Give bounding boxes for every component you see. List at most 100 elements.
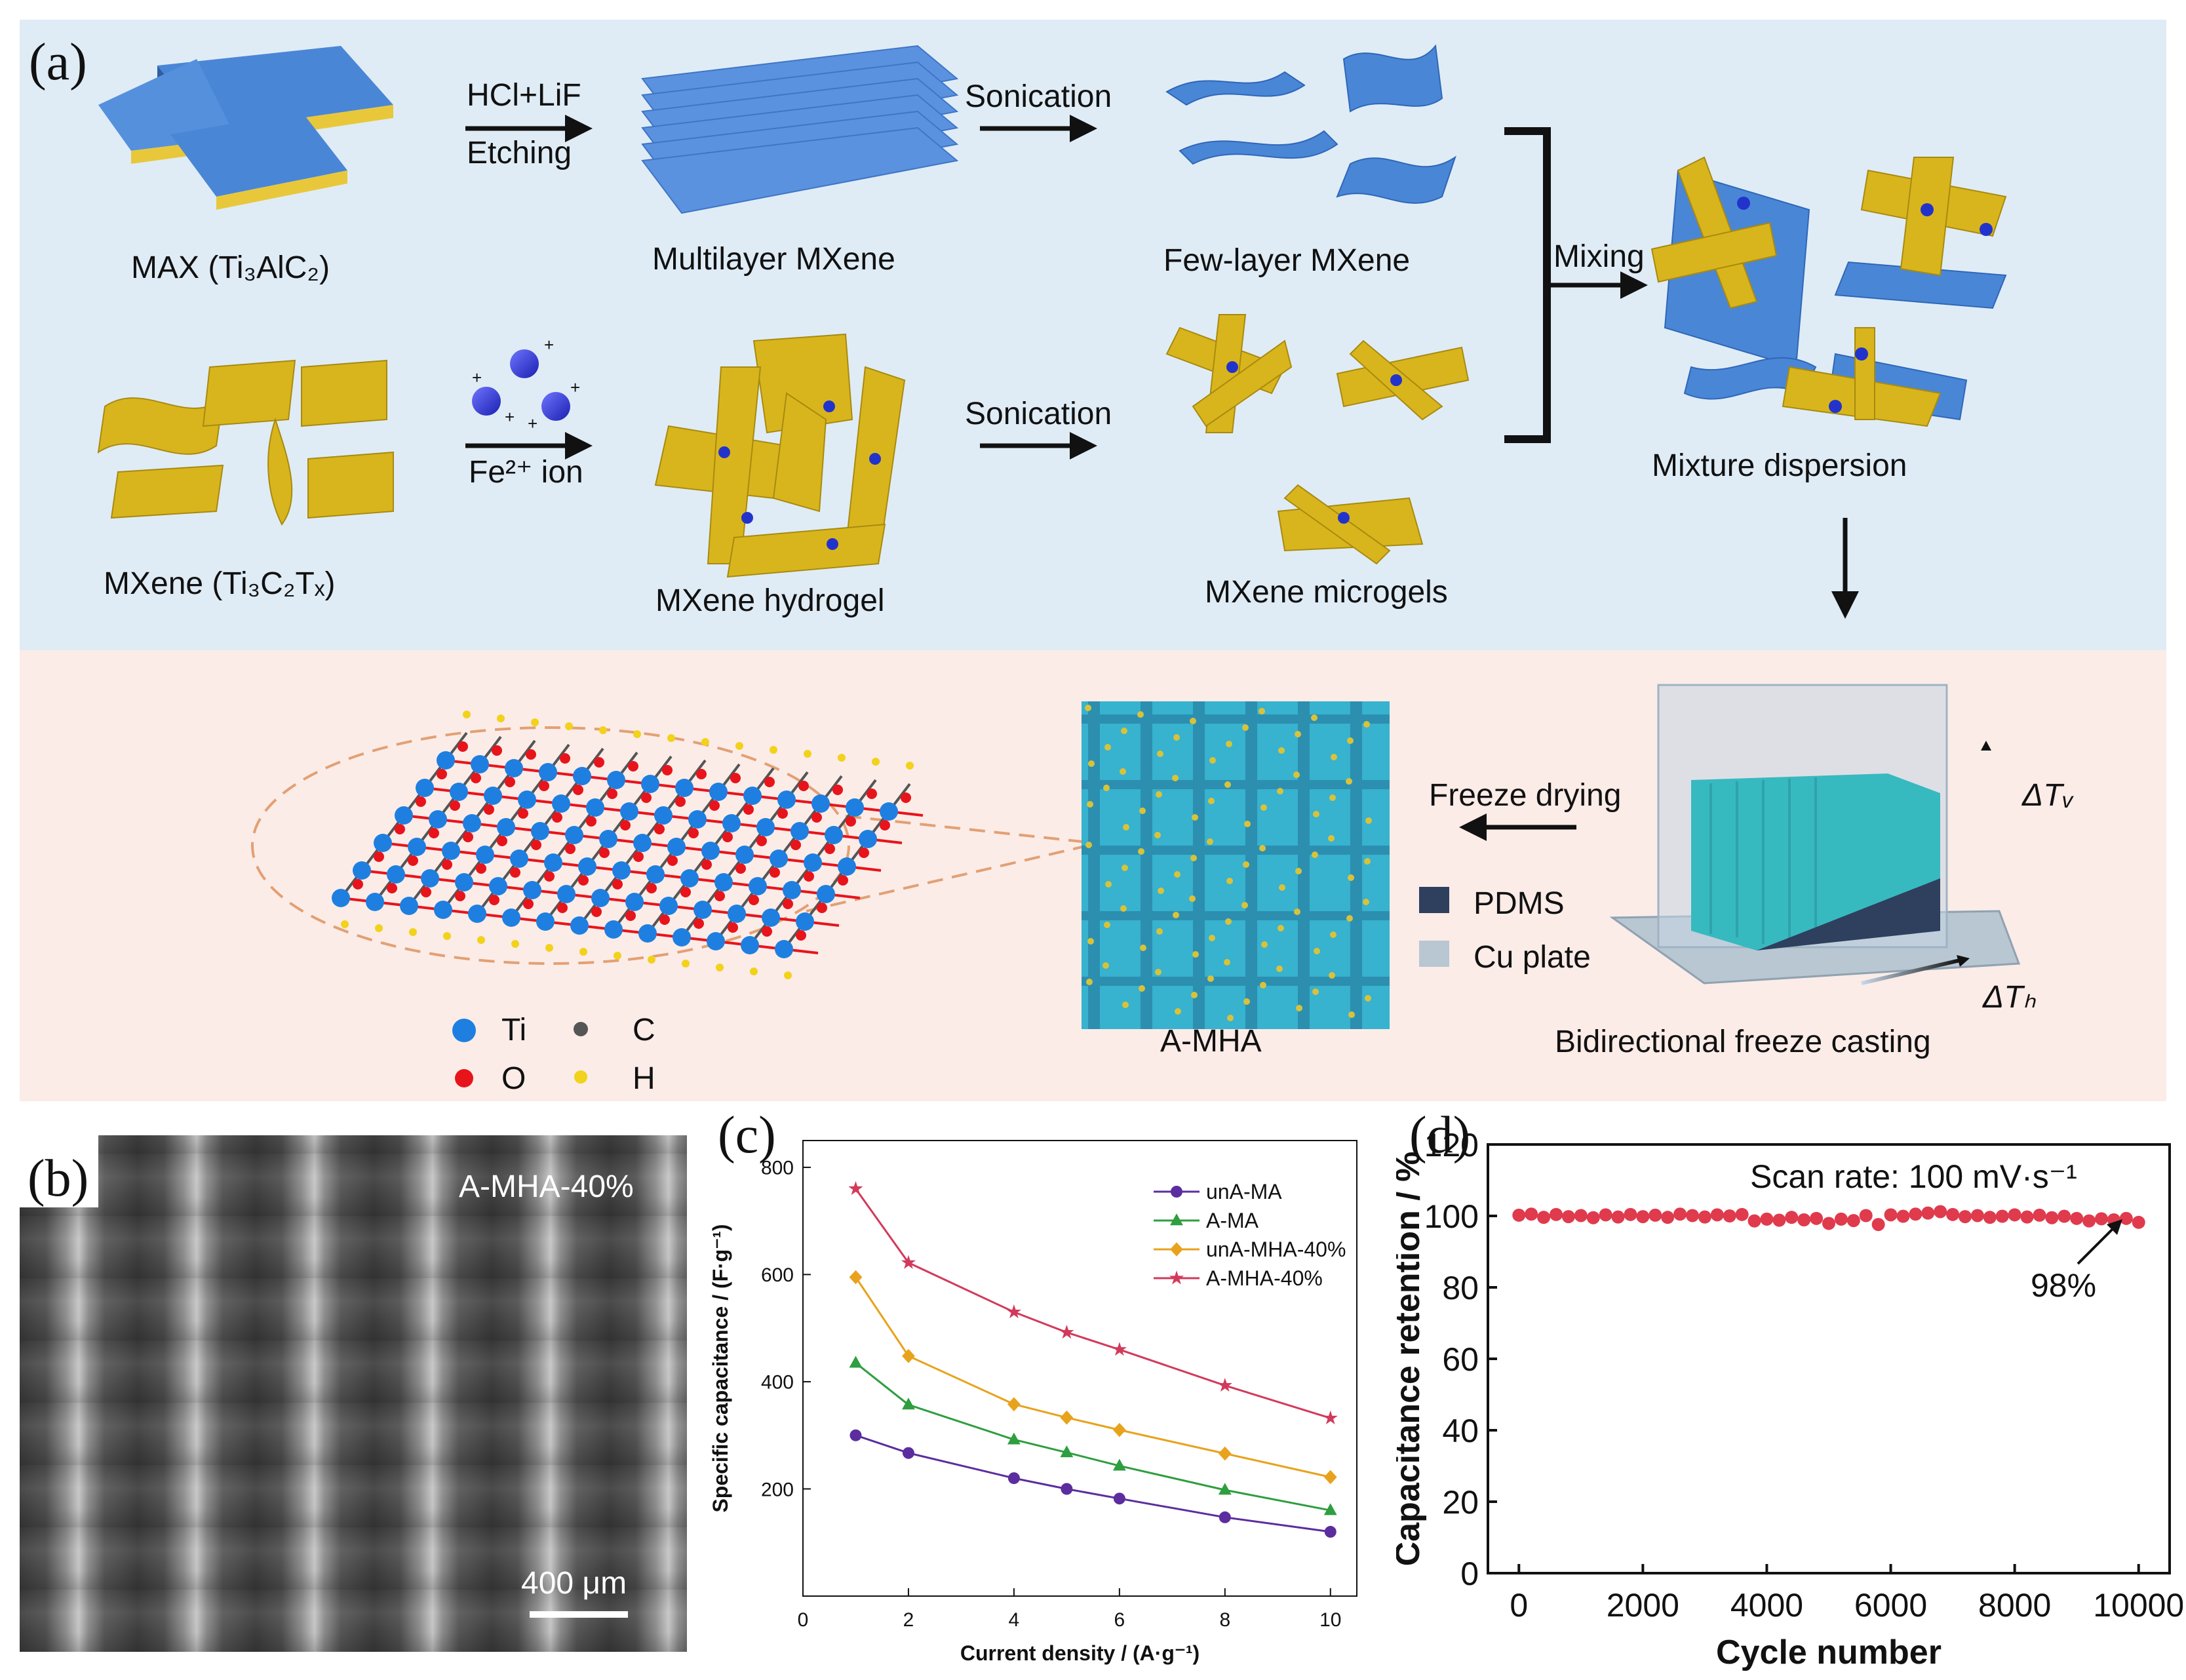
ti-atom	[762, 908, 780, 927]
ti-atom	[565, 826, 583, 844]
amha-speck	[1260, 982, 1266, 988]
o-atom	[633, 851, 644, 862]
microgels-label: MXene microgels	[1205, 575, 1448, 610]
y-tick-label: 100	[1424, 1198, 1479, 1235]
amha-speck	[1278, 747, 1285, 754]
ti-atom	[523, 881, 541, 899]
o-atom	[688, 828, 699, 838]
data-point	[1810, 1211, 1824, 1225]
ti-atom	[536, 912, 555, 931]
o-atom	[641, 792, 652, 803]
ti-atom	[552, 794, 570, 813]
few-layer-mxene-icon	[1165, 44, 1456, 204]
hydrogel-label: MXene hydrogel	[655, 583, 885, 618]
max-label: MAX (Ti₃AlC₂)	[131, 250, 330, 285]
svg-text:+: +	[505, 407, 515, 427]
y-tick-label: 40	[1442, 1413, 1479, 1449]
sem-micrograph	[20, 1135, 687, 1652]
data-point	[1324, 1525, 1337, 1538]
amha-speck	[1120, 905, 1127, 912]
h-atom	[872, 758, 880, 766]
ti-atom	[463, 814, 481, 832]
o-atom	[484, 804, 494, 815]
amha-speck	[1226, 741, 1232, 747]
data-point	[1218, 1446, 1232, 1461]
amha-speck	[1312, 988, 1319, 995]
data-point	[1574, 1209, 1588, 1222]
fewlayer-label: Few-layer MXene	[1163, 243, 1411, 278]
etching-reagent-label: HCl+LiF	[467, 78, 581, 113]
data-point	[1859, 1209, 1873, 1222]
panel-a-illustrations: +++++	[97, 44, 2021, 1087]
amha-speck	[1346, 778, 1352, 785]
o-atom	[756, 836, 767, 846]
ti-atom	[735, 846, 754, 864]
amha-speck	[1314, 948, 1320, 954]
o-atom	[625, 910, 636, 921]
amha-speck	[1207, 838, 1213, 845]
amha-speck	[1138, 848, 1144, 855]
o-atom	[825, 844, 835, 854]
ti-atom	[476, 846, 494, 864]
data-point	[1921, 1206, 1935, 1220]
ti-atom	[659, 897, 678, 915]
ti-atom	[570, 916, 589, 935]
ti-atom	[484, 787, 502, 805]
amha-speck	[1123, 824, 1129, 830]
a-mha-label: A-MHA	[1160, 1024, 1262, 1059]
data-point	[1061, 1483, 1073, 1495]
o-atom	[395, 824, 405, 834]
o-atom	[455, 891, 465, 901]
o-atom	[442, 859, 452, 870]
data-point	[1169, 1270, 1184, 1285]
ti-atom	[804, 853, 822, 872]
o-atom	[594, 757, 604, 768]
amha-speck	[1104, 744, 1111, 751]
amha-speck	[1189, 895, 1196, 902]
a-mha-structure-icon	[1082, 701, 1390, 1029]
amha-speck	[1226, 878, 1233, 884]
y-tick-label: 600	[761, 1264, 794, 1286]
o-atom	[510, 867, 520, 878]
ti-atom	[680, 869, 699, 888]
ti-atom	[604, 920, 623, 939]
amha-speck	[1087, 801, 1093, 808]
o-atom	[429, 828, 439, 838]
data-point	[1983, 1211, 1997, 1224]
cu-plate-swatch	[1419, 941, 1449, 967]
amha-speck	[1259, 845, 1266, 851]
o-atom	[463, 832, 473, 842]
o-atom	[764, 777, 775, 787]
o-atom	[557, 903, 568, 913]
amha-speck	[1294, 908, 1300, 915]
h-atom	[531, 718, 539, 726]
x-tick-label: 10000	[2093, 1587, 2183, 1624]
svg-text:+: +	[570, 378, 580, 397]
data-point	[1611, 1210, 1625, 1224]
data-point	[1323, 1410, 1338, 1424]
data-point	[1525, 1207, 1538, 1221]
o-atom	[838, 875, 848, 886]
lattice-zoom-outline	[251, 726, 850, 965]
sonication-label-1: Sonication	[965, 79, 1112, 114]
amha-speck	[1243, 861, 1249, 868]
series-line	[855, 1434, 1331, 1533]
o-atom	[696, 769, 707, 779]
x-tick-label: 8	[1219, 1609, 1230, 1631]
amha-speck	[1330, 931, 1337, 938]
bidirectional-label: Bidirectional freeze casting	[1555, 1025, 1931, 1059]
amha-speck	[1175, 1008, 1181, 1015]
o-atom	[846, 816, 856, 827]
ti-atom	[633, 834, 652, 852]
h-atom	[682, 960, 690, 967]
o-atom	[790, 840, 801, 850]
data-point	[2119, 1211, 2133, 1225]
amha-speck	[1331, 754, 1337, 760]
ti-atom	[625, 893, 644, 911]
ti-atom	[783, 881, 801, 899]
data-point	[902, 1348, 915, 1363]
data-point	[848, 1181, 863, 1196]
x-tick-label: 6	[1114, 1609, 1125, 1631]
